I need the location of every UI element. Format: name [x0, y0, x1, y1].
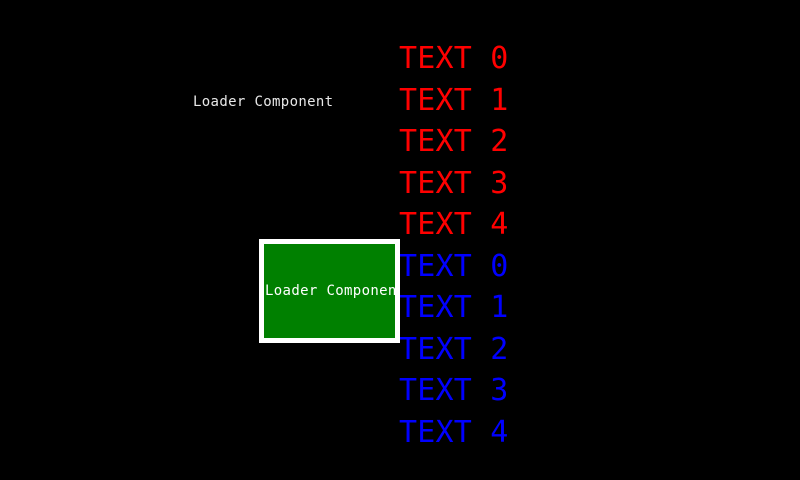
text-row[interactable]: TEXT 4 — [399, 207, 509, 242]
loader-component-card[interactable]: Loader Component — [259, 239, 400, 343]
text-row[interactable]: TEXT 1 — [399, 290, 509, 325]
text-row[interactable]: TEXT 2 — [399, 331, 509, 367]
text-row[interactable]: TEXT 3 — [399, 165, 509, 201]
loader-card-label: Loader Component — [265, 283, 400, 299]
text-row[interactable]: TEXT 2 — [399, 124, 509, 159]
text-row[interactable]: TEXT 4 — [399, 414, 509, 450]
text-row[interactable]: TEXT 1 — [399, 82, 509, 118]
loader-component-label: Loader Component — [193, 94, 334, 110]
text-row[interactable]: TEXT 0 — [399, 41, 509, 76]
text-row-list: TEXT 0 TEXT 1 TEXT 2 TEXT 3 TEXT 4 TEXT 0 TEXT… — [399, 38, 659, 453]
text-row[interactable]: TEXT 0 — [399, 248, 509, 284]
text-row[interactable]: TEXT 3 — [399, 373, 509, 408]
